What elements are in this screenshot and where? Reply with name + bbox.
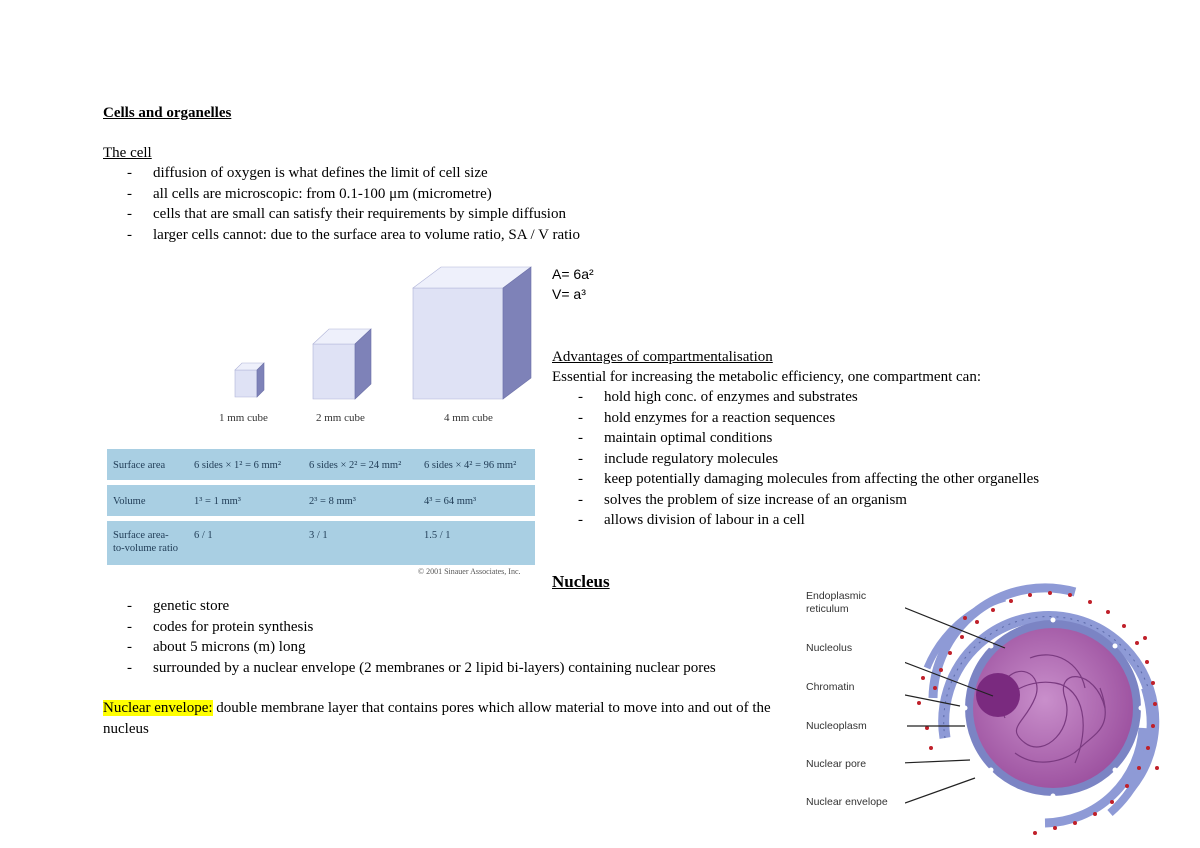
cube-label-2mm: 2 mm cube [316, 412, 365, 424]
label-endoplasmic-reticulum: Endoplasmic reticulum [806, 590, 866, 616]
compartment-intro: Essential for increasing the metabolic e… [552, 369, 981, 385]
endoplasmic-reticulum [923, 583, 1160, 828]
list-item: genetic store [127, 596, 767, 617]
table-row-label: Surface area- [113, 530, 169, 541]
cube-small [234, 362, 265, 398]
cubes-figure [234, 266, 532, 400]
compartment-bullet-list: hold high conc. of enzymes and substrate… [578, 387, 1043, 531]
list-item: hold enzymes for a reaction sequences [578, 408, 1043, 429]
label-nucleoplasm: Nucleoplasm [806, 720, 867, 732]
label-nucleolus: Nucleolus [806, 642, 853, 654]
list-item: include regulatory molecules [578, 449, 1043, 470]
table-cell: 6 sides × 1² = 6 mm² [194, 460, 281, 471]
list-item: cells that are small can satisfy their r… [127, 204, 747, 225]
definition-text: double membrane layer that contains pore… [103, 700, 771, 737]
list-item: keep potentially damaging molecules from… [578, 469, 1043, 490]
label-er-line2: reticulum [806, 603, 849, 615]
list-item: maintain optimal conditions [578, 428, 1043, 449]
nucleus-title: Nucleus [552, 572, 610, 591]
table-row-label: Volume [113, 496, 146, 507]
table-cell: 1³ = 1 mm³ [194, 496, 241, 507]
table-cell: 6 sides × 4² = 96 mm² [424, 460, 517, 471]
page-heading: Cells and organelles [103, 105, 232, 121]
nuclear-pores [962, 617, 1144, 799]
nucleoplasm-shape [973, 628, 1133, 788]
ribosome-dots [917, 591, 1159, 835]
cell-bullet-list: diffusion of oxygen is what defines the … [127, 163, 747, 245]
chromatin-shape [999, 654, 1106, 764]
cube-large [412, 266, 532, 400]
list-item: surrounded by a nuclear envelope (2 memb… [127, 658, 767, 679]
list-item: hold high conc. of enzymes and substrate… [578, 387, 1043, 408]
figure-credit: © 2001 Sinauer Associates, Inc. [418, 567, 521, 576]
table-cell: 6 / 1 [194, 530, 213, 541]
nucleus-diagram [905, 583, 1160, 835]
table-row-label: to-volume ratio [113, 543, 179, 554]
table-row: Volume 1³ = 1 mm³ 2³ = 8 mm³ 4³ = 64 mm³ [107, 485, 535, 516]
table-row: Surface area- to-volume ratio 6 / 1 3 / … [107, 521, 535, 565]
list-item: codes for protein synthesis [127, 617, 767, 638]
label-chromatin: Chromatin [806, 681, 855, 693]
compartment-title: Advantages of compartmentalisation [552, 349, 773, 365]
list-item: all cells are microscopic: from 0.1-100 … [127, 184, 747, 205]
table-cell: 2³ = 8 mm³ [309, 496, 356, 507]
table-row-label: Surface area [113, 460, 166, 471]
nucleus-bullet-list: genetic store codes for protein synthesi… [127, 596, 767, 678]
formula-volume: V= a³ [552, 286, 586, 302]
list-item: allows division of labour in a cell [578, 510, 1043, 531]
table-cell: 1.5 / 1 [424, 530, 451, 541]
cell-section-title: The cell [103, 145, 152, 161]
table-cell: 6 sides × 2² = 24 mm² [309, 460, 402, 471]
list-item: diffusion of oxygen is what defines the … [127, 163, 747, 184]
label-nuclear-pore: Nuclear pore [806, 758, 867, 770]
cube-label-1mm: 1 mm cube [219, 412, 268, 424]
formula-area: A= 6a² [552, 266, 594, 282]
label-nuclear-envelope: Nuclear envelope [806, 796, 888, 808]
list-item: larger cells cannot: due to the surface … [127, 225, 747, 246]
label-leader-lines [905, 607, 1006, 804]
cube-label-4mm: 4 mm cube [444, 412, 493, 424]
nucleolus-shape [976, 673, 1020, 717]
table-cell: 3 / 1 [309, 530, 328, 541]
label-er-line1: Endoplasmic [806, 590, 867, 602]
list-item: solves the problem of size increase of a… [578, 490, 1043, 511]
list-item: about 5 microns (m) long [127, 637, 767, 658]
nuclear-envelope-definition: Nuclear envelope: double membrane layer … [103, 698, 778, 739]
table-row: Surface area 6 sides × 1² = 6 mm² 6 side… [107, 449, 535, 480]
highlighted-term: Nuclear envelope: [103, 700, 213, 716]
cube-medium [312, 328, 372, 400]
table-cell: 4³ = 64 mm³ [424, 496, 477, 507]
